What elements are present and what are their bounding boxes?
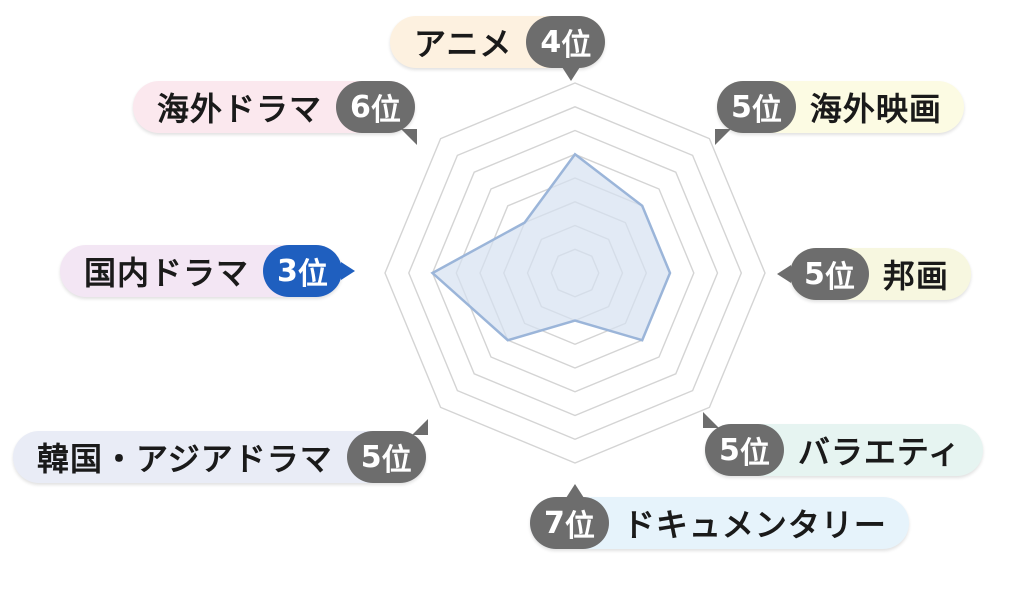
rank-series-area [430,152,672,342]
category-label: 海外映画 [809,90,942,128]
radar-grid-ring [431,129,719,417]
radar-grid-ring [455,153,695,393]
category-label: 邦画 [882,257,949,295]
radar-grid-ring [408,106,743,441]
category-label: バラエティ [797,433,961,471]
category-label: 国内ドラマ [84,254,250,292]
category-label: ドキュメンタリー [622,506,887,544]
radar-grid-ring [384,82,766,464]
category-label: 海外ドラマ [157,90,323,128]
category-label: 韓国・アジアドラマ [37,440,333,478]
category-label: アニメ [414,25,513,63]
